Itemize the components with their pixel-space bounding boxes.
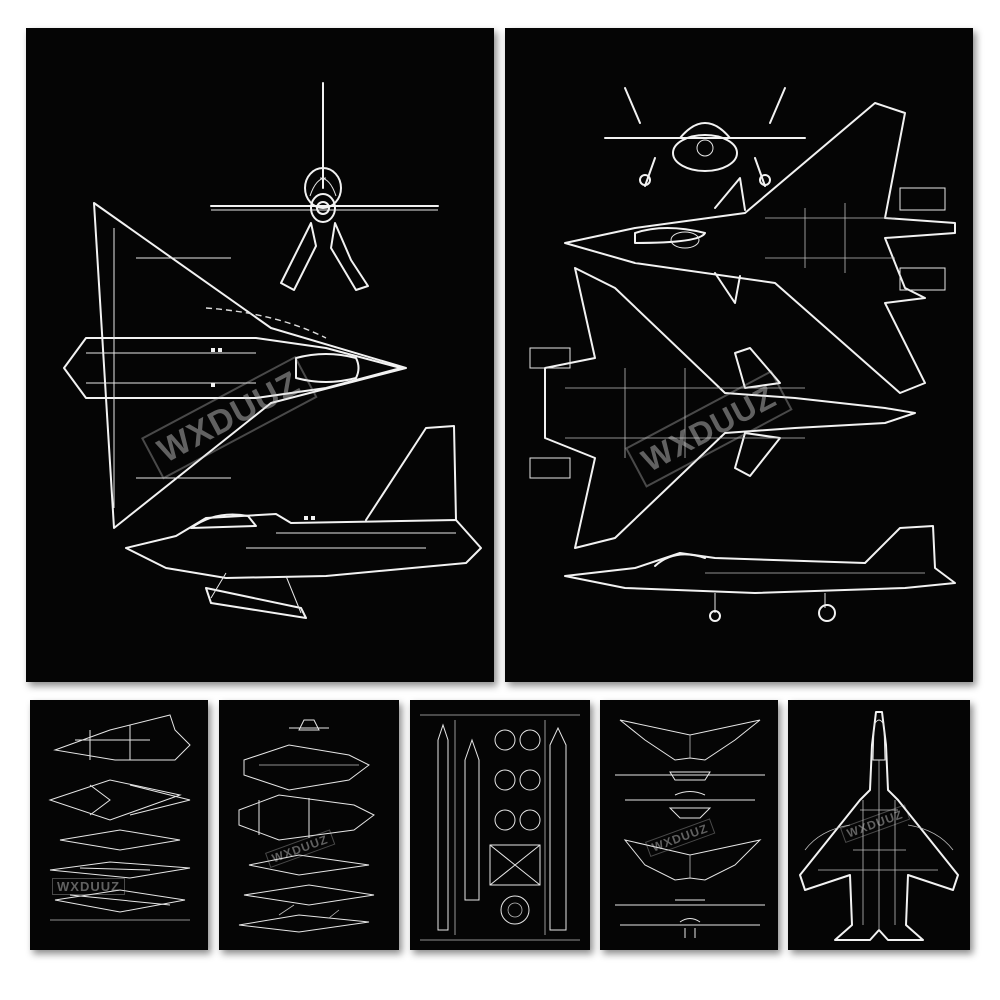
watermark: WXDUUZ — [52, 878, 126, 895]
poster-stealth-attack-jet: WXDUUZ — [30, 700, 208, 950]
poster-space-rocket — [410, 700, 590, 950]
delta-wing-blueprint — [63, 82, 482, 619]
poster-flying-wing: WXDUUZ — [600, 700, 778, 950]
poster-delta-wing-jet: WXDUUZ — [26, 28, 494, 682]
poster-fifth-gen-fighter: WXDUUZ — [219, 700, 399, 950]
top-view — [564, 102, 956, 394]
front-view — [210, 82, 439, 291]
rocket-blueprint — [420, 714, 580, 941]
fifth-gen-blueprint — [238, 719, 375, 933]
stealth-fighter-blueprint — [529, 87, 956, 622]
swing-wing-blueprint — [799, 711, 959, 941]
top-view — [63, 202, 407, 529]
flying-wing-blueprint — [615, 719, 765, 938]
stealth-attack-blueprint — [48, 714, 191, 921]
side-view — [125, 425, 482, 619]
front-view — [604, 87, 806, 187]
underside-view — [529, 267, 916, 549]
poster-swing-wing-fighter: WXDUUZ — [788, 700, 970, 950]
side-view — [564, 525, 956, 622]
poster-stealth-fighter-twin-engine: WXDUUZ — [505, 28, 973, 682]
